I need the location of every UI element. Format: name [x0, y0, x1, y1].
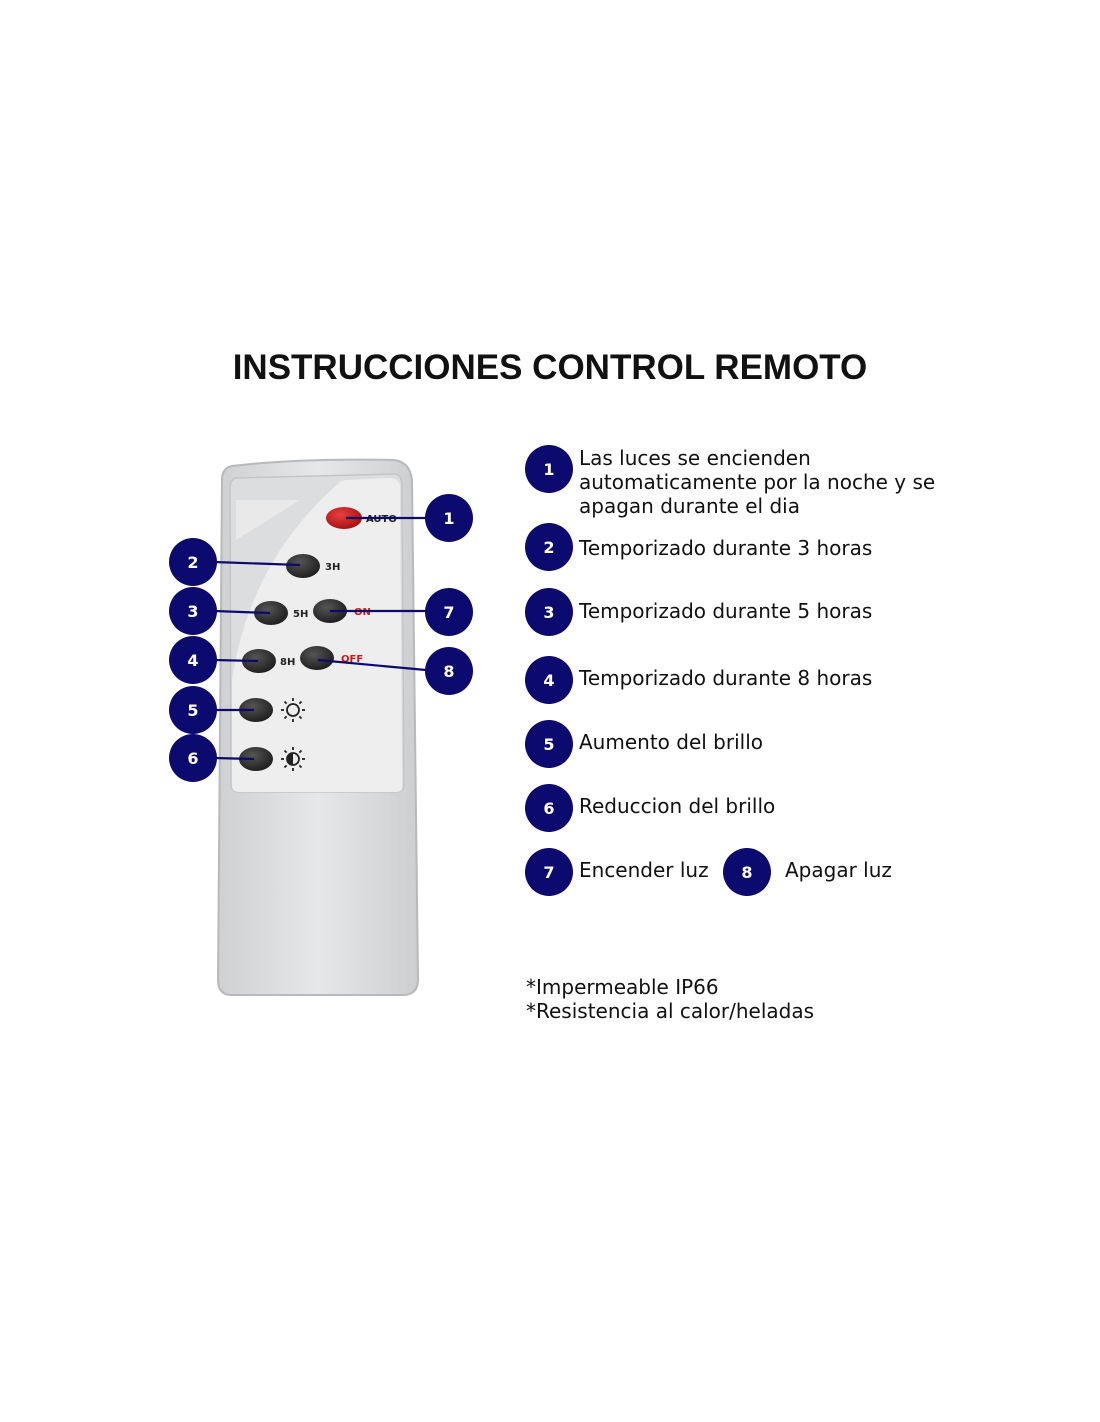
legend-text-2: Temporizado durante 3 horas	[579, 536, 873, 560]
timer-3h-label: 3H	[325, 562, 340, 573]
brightness-up-button[interactable]	[239, 698, 273, 722]
callout-badge-7: 7	[425, 588, 473, 636]
note-heat-resistance: *Resistencia al calor/heladas	[526, 999, 815, 1023]
remote-panel-curve	[232, 478, 403, 792]
auto-button[interactable]	[326, 507, 362, 529]
legend-badge-8: 8	[723, 848, 771, 896]
legend-text-1: Las luces se encienden automaticamente p…	[579, 446, 935, 518]
legend-text-6: Reduccion del brillo	[579, 794, 776, 818]
timer-8h-button[interactable]	[242, 649, 276, 673]
remote-panel-fold	[236, 500, 300, 540]
legend-text-8: Apagar luz	[785, 858, 892, 882]
svg-text:8: 8	[443, 662, 454, 681]
off-button[interactable]	[300, 646, 334, 670]
callout-lines	[213, 516, 427, 761]
legend-badge-4: 4	[525, 656, 573, 704]
callout-badge-4: 4	[169, 636, 217, 684]
callout-line-2	[213, 560, 301, 567]
callout-badge-8: 8	[425, 647, 473, 695]
legend-badge-1: 1	[525, 445, 573, 493]
legend-text-7: Encender luz	[579, 858, 709, 882]
on-label: ON	[354, 607, 371, 618]
page-title: INSTRUCCIONES CONTROL REMOTO	[232, 348, 868, 387]
timer-5h-label: 5H	[293, 609, 308, 620]
legend-text-4: Temporizado durante 8 horas	[579, 666, 873, 690]
legend-text-5: Aumento del brillo	[579, 730, 763, 754]
timer-8h-label: 8H	[280, 657, 295, 668]
legend-badge-2: 2	[525, 523, 573, 571]
off-label: OFF	[341, 654, 363, 665]
svg-text:1: 1	[443, 509, 454, 528]
callout-badge-2: 2	[169, 538, 217, 586]
legend-badge-6: 6	[525, 784, 573, 832]
legend-badge-3: 3	[525, 588, 573, 636]
svg-text:5: 5	[187, 701, 198, 720]
legend-text-1-line-2: automaticamente por la noche y se	[579, 470, 936, 494]
callout-badge-1: 1	[425, 494, 473, 542]
legend-badge-7: 7	[525, 848, 573, 896]
callout-line-3	[213, 609, 271, 615]
svg-text:3: 3	[187, 602, 198, 621]
svg-text:7: 7	[443, 603, 454, 622]
svg-text:2: 2	[187, 553, 198, 572]
timer-5h-button[interactable]	[254, 601, 288, 625]
note-waterproof: *Impermeable IP66	[526, 975, 719, 999]
legend-text-3: Temporizado durante 5 horas	[579, 599, 873, 623]
sun-outline-icon	[281, 698, 305, 722]
callout-line-6	[213, 756, 255, 761]
legend-text-1-line-3: apagan durante el dia	[579, 494, 800, 518]
callout-badge-6: 6	[169, 734, 217, 782]
half-sun-icon	[281, 747, 305, 771]
svg-text:6: 6	[187, 749, 198, 768]
legend-text-1-line-1: Las luces se encienden	[579, 446, 811, 470]
legend-badge-5: 5	[525, 720, 573, 768]
callout-line-8	[317, 658, 427, 672]
timer-3h-button[interactable]	[286, 554, 320, 578]
callout-line-4	[213, 658, 259, 663]
callout-badge-3: 3	[169, 587, 217, 635]
svg-text:4: 4	[187, 651, 198, 670]
callout-badge-5: 5	[169, 686, 217, 734]
brightness-down-button[interactable]	[239, 747, 273, 771]
auto-label: AUTO	[366, 514, 397, 525]
